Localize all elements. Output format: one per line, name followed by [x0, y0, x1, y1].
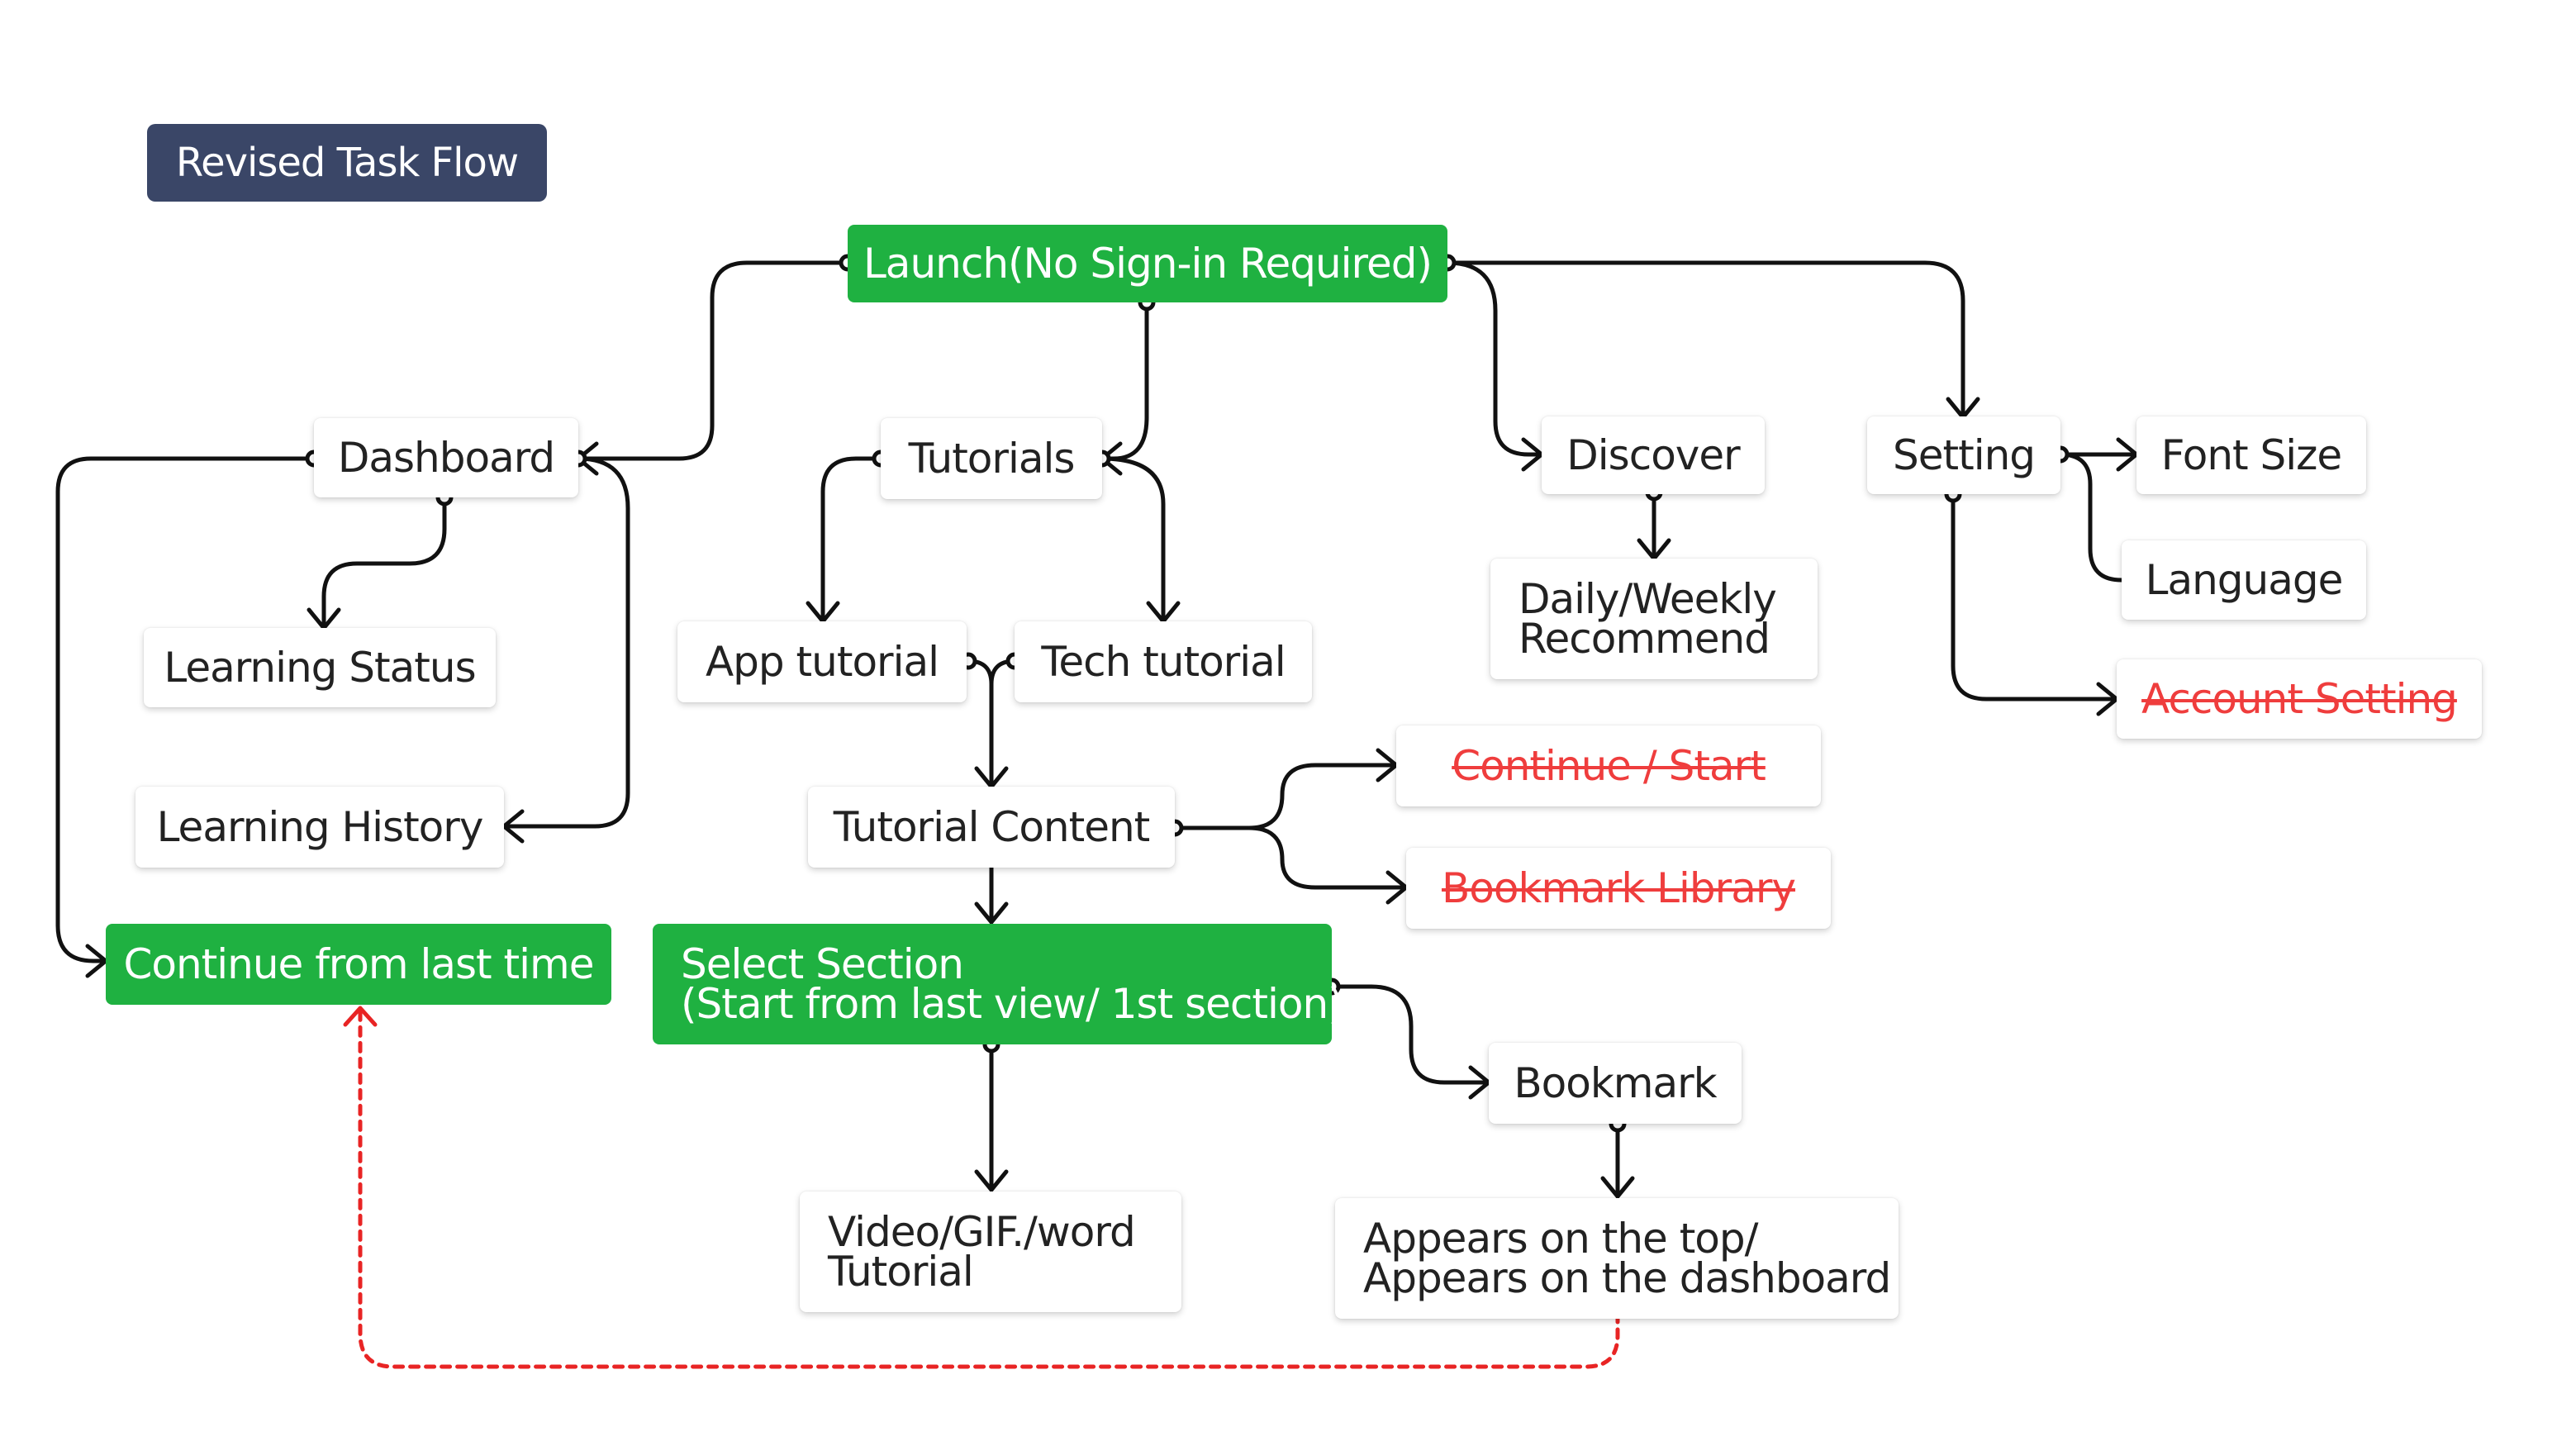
node-media-tutorial-line-2: Tutorial [828, 1248, 974, 1296]
node-account-setting[interactable]: Account Setting [2117, 659, 2482, 739]
node-app-tutorial[interactable]: App tutorial [677, 621, 967, 702]
node-daily-weekly[interactable]: Daily/Weekly Recommend [1490, 559, 1818, 679]
node-launch[interactable]: Launch(No Sign-in Required) [848, 225, 1447, 302]
node-bookmark-library[interactable]: Bookmark Library [1406, 848, 1831, 929]
connector-launch-dashboard [576, 260, 850, 461]
connector-content-library [1247, 825, 1409, 890]
connector-launch-tutorials [1100, 300, 1149, 461]
connector-dashboard-continue [55, 456, 316, 963]
node-tech-tutorial[interactable]: Tech tutorial [1015, 621, 1312, 702]
connector-setting-account [1951, 492, 2119, 702]
connector-dashboard-history [501, 456, 630, 829]
connector-dashboard-status [321, 495, 447, 630]
connector-launch-discover [1445, 260, 1544, 457]
node-tutorial-content[interactable]: Tutorial Content [808, 787, 1175, 868]
node-daily-weekly-line-2: Recommend [1519, 615, 1770, 663]
node-select-section[interactable]: Select Section (Start from last view/ 1s… [653, 924, 1344, 1044]
connector-launch-setting [1445, 260, 1965, 420]
node-tutorials[interactable]: Tutorials [881, 418, 1102, 499]
node-appears-line-1: Appears on the top/ [1363, 1215, 1758, 1263]
dashed-connector-appears-continue [358, 1007, 1620, 1369]
node-bookmark[interactable]: Bookmark [1489, 1043, 1742, 1124]
node-appears[interactable]: Appears on the top/ Appears on the dashb… [1335, 1198, 1899, 1319]
node-appears-line-2: Appears on the dashboard [1363, 1254, 1891, 1302]
node-media-tutorial[interactable]: Video/GIF./word Tutorial [800, 1192, 1181, 1312]
arrowhead [501, 809, 525, 844]
node-learning-history[interactable]: Learning History [135, 787, 504, 868]
node-discover[interactable]: Discover [1542, 416, 1765, 494]
node-setting[interactable]: Setting [1867, 416, 2060, 494]
node-continue-last-time[interactable]: Continue from last time [106, 924, 611, 1005]
arrowhead [974, 901, 1009, 925]
connector-content-continue [1172, 763, 1399, 830]
node-language[interactable]: Language [2122, 540, 2366, 620]
arrowhead [974, 1169, 1009, 1192]
node-select-section-line-1: Select Section [681, 940, 964, 988]
node-select-section-line-2: (Start from last view/ 1st section) [681, 980, 1344, 1028]
connector-section-bookmark [1329, 984, 1491, 1085]
node-learning-status[interactable]: Learning Status [144, 628, 496, 707]
diagram-title: Revised Task Flow [147, 124, 547, 202]
connector-setting-language [2058, 452, 2124, 583]
dashed-arrowhead [343, 1006, 378, 1027]
connector-tutorials-tech [1100, 456, 1166, 624]
node-dashboard[interactable]: Dashboard [314, 418, 578, 497]
node-media-tutorial-line-1: Video/GIF./word [828, 1208, 1136, 1256]
arrowhead [1600, 1176, 1635, 1199]
node-continue-start[interactable]: Continue / Start [1396, 725, 1821, 806]
node-font-size[interactable]: Font Size [2136, 416, 2366, 494]
connector-tutorials-app [820, 456, 883, 624]
node-daily-weekly-line-1: Daily/Weekly [1519, 575, 1777, 623]
